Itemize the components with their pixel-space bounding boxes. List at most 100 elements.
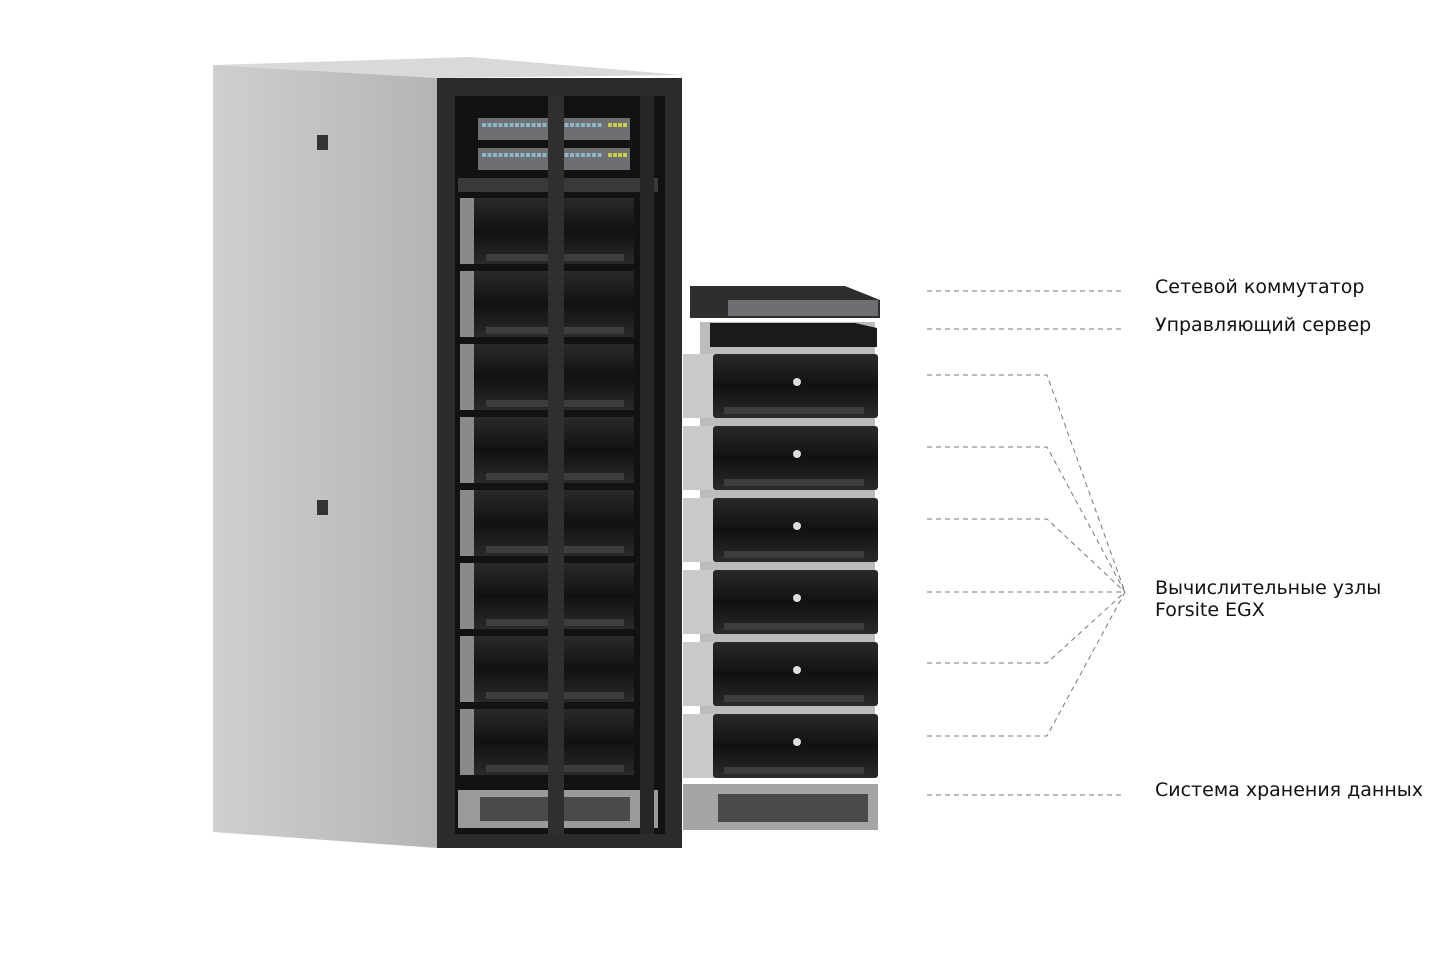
vent-grille xyxy=(724,623,864,630)
switch-port xyxy=(531,153,536,157)
server-stack xyxy=(683,286,880,830)
forsite-logo-icon xyxy=(793,666,801,674)
forsite-logo-icon xyxy=(793,522,801,530)
switch-port xyxy=(623,123,627,127)
switch-port xyxy=(597,123,602,127)
rack-rail xyxy=(460,490,474,556)
forsite-logo-icon xyxy=(793,378,801,386)
switch-port xyxy=(498,153,503,157)
switch-port xyxy=(586,153,591,157)
switch-port xyxy=(520,123,525,127)
label-compute-nodes-line2: Forsite EGX xyxy=(1155,599,1265,621)
switch-port xyxy=(623,153,627,157)
switch-port xyxy=(613,123,617,127)
compute-node xyxy=(713,714,878,778)
switch-port xyxy=(504,153,508,157)
switch-port xyxy=(487,123,492,127)
switch-ports xyxy=(728,300,878,316)
rack-rail xyxy=(460,563,474,629)
stack-side xyxy=(683,642,715,706)
compute-node xyxy=(713,498,878,562)
switch-port xyxy=(597,153,602,157)
switch-port xyxy=(515,153,519,157)
switch-port xyxy=(504,123,508,127)
vent-grille xyxy=(724,479,864,486)
side-lock xyxy=(317,135,328,150)
rack-rail xyxy=(460,198,474,264)
switch-port xyxy=(564,153,569,157)
switch-port xyxy=(592,123,596,127)
leader-line xyxy=(927,518,1126,593)
switch-port xyxy=(575,123,580,127)
forsite-logo-icon xyxy=(793,738,801,746)
label-network-switch: Сетевой коммутатор xyxy=(1155,276,1365,298)
switch-port xyxy=(542,123,547,127)
server-rack xyxy=(213,57,682,848)
rack-rail xyxy=(460,417,474,483)
leader-line xyxy=(927,446,1126,593)
switch-port xyxy=(608,123,612,127)
leader-line xyxy=(927,591,1126,664)
rack-rail xyxy=(460,344,474,410)
switch-port xyxy=(526,153,530,157)
switch-port xyxy=(592,153,596,157)
switch-port xyxy=(564,123,569,127)
stack-side xyxy=(683,354,715,418)
switch-port xyxy=(618,123,622,127)
switch-port xyxy=(570,153,574,157)
vent-grille xyxy=(724,407,864,414)
rack-top xyxy=(213,57,682,78)
leader-line xyxy=(927,591,1126,737)
switch-port xyxy=(570,123,574,127)
label-compute-nodes: Вычислительные узлы Forsite EGX xyxy=(1155,577,1381,621)
stack-side xyxy=(683,426,715,490)
switch-port xyxy=(542,153,547,157)
switch-port xyxy=(537,123,541,127)
switch-port xyxy=(581,153,585,157)
switch-port xyxy=(608,153,612,157)
leader-line xyxy=(927,374,1126,593)
compute-node xyxy=(713,354,878,418)
switch-port xyxy=(493,153,497,157)
rack-rail xyxy=(460,636,474,702)
switch-port xyxy=(526,123,530,127)
label-compute-nodes-line1: Вычислительные узлы xyxy=(1155,577,1382,599)
leader-lines xyxy=(927,290,1126,796)
rack-side-panel xyxy=(213,65,437,848)
switch-port xyxy=(586,123,591,127)
switch-port xyxy=(482,153,486,157)
vent-grille xyxy=(724,695,864,702)
stack-side xyxy=(683,498,715,562)
switch-port xyxy=(482,123,486,127)
door-bar xyxy=(548,96,564,834)
switch-port xyxy=(515,123,519,127)
management-server xyxy=(710,323,877,347)
label-management-server: Управляющий сервер xyxy=(1155,314,1372,336)
side-lock xyxy=(317,500,328,515)
forsite-logo-icon xyxy=(793,594,801,602)
switch-port xyxy=(509,123,514,127)
switch-port xyxy=(613,153,617,157)
switch-port xyxy=(520,153,525,157)
switch-port xyxy=(509,153,514,157)
compute-node xyxy=(713,426,878,490)
label-storage-system: Система хранения данных xyxy=(1155,779,1424,801)
door-bar xyxy=(640,96,654,834)
switch-port xyxy=(487,153,492,157)
switch-port xyxy=(581,123,585,127)
switch-port xyxy=(498,123,503,127)
drive-bays xyxy=(718,794,868,822)
forsite-logo-icon xyxy=(793,450,801,458)
switch-port xyxy=(531,123,536,127)
rack-rail xyxy=(460,709,474,775)
switch-port xyxy=(575,153,580,157)
switch-port xyxy=(537,153,541,157)
compute-node xyxy=(713,570,878,634)
switch-port xyxy=(618,153,622,157)
rack-rail xyxy=(460,271,474,337)
vent-grille xyxy=(724,767,864,774)
stack-side xyxy=(683,570,715,634)
stack-side xyxy=(683,714,715,778)
switch-port xyxy=(493,123,497,127)
